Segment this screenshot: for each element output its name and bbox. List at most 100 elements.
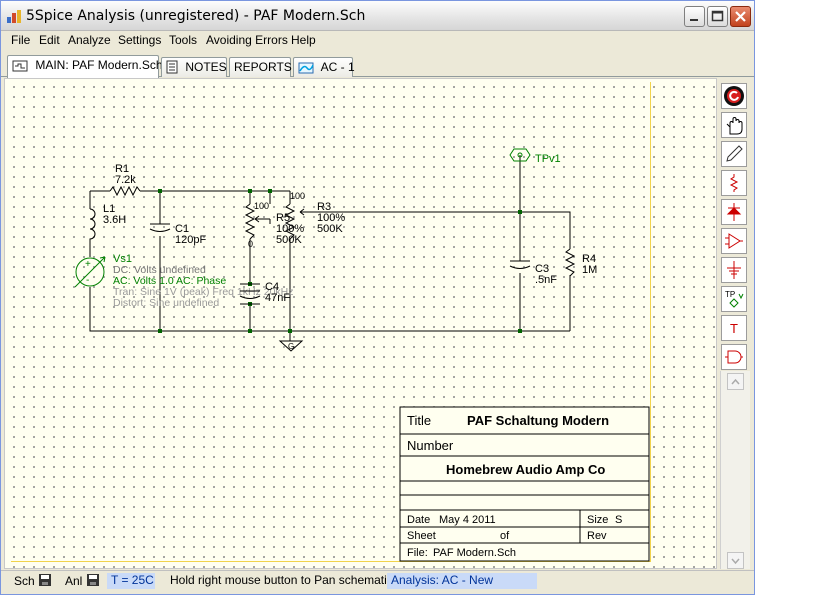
inductor-l1[interactable] xyxy=(89,208,96,249)
pan-hand-icon xyxy=(726,117,743,135)
vertical-scrollbar[interactable] xyxy=(720,371,750,569)
title-value: PAF Schaltung Modern xyxy=(467,413,609,428)
diode-tool[interactable] xyxy=(721,199,747,225)
date-label: Date xyxy=(407,514,430,526)
resistor-icon xyxy=(729,174,739,192)
l1-name: L1 xyxy=(103,203,115,215)
c1-value: 120pF xyxy=(175,234,206,246)
window-title: 5Spice Analysis (unregistered) - PAF Mod… xyxy=(26,8,366,24)
r5-bottom: 0 xyxy=(248,239,253,249)
tab-ac-1[interactable]: AC - 1 xyxy=(293,57,355,77)
test-point-label: TP xyxy=(725,290,735,299)
r3-value: 500K xyxy=(317,223,343,235)
text-tool[interactable]: T xyxy=(721,315,747,341)
tab-ac-1-label: AC - 1 xyxy=(320,60,355,74)
resistor-r4[interactable] xyxy=(564,248,576,277)
c4-name: C4 xyxy=(265,281,279,293)
c1-name: C1 xyxy=(175,223,189,235)
vs1-tran: Tran: Sine 1V (peak) Freq 1kHz 20kHz xyxy=(113,286,294,298)
file-label: File: xyxy=(407,547,428,559)
tab-notes[interactable]: NOTES xyxy=(161,57,227,77)
refresh-icon xyxy=(724,86,744,106)
scroll-down-button[interactable] xyxy=(727,552,744,569)
refresh-tool[interactable] xyxy=(721,83,747,109)
size-label: Size xyxy=(587,514,608,526)
wire-tool[interactable] xyxy=(721,141,747,167)
r3-top: 100 xyxy=(290,191,305,201)
menu-edit[interactable]: Edit xyxy=(39,33,60,47)
ground-symbol xyxy=(278,340,304,352)
r4-value: 1M xyxy=(582,264,597,276)
chevron-up-icon xyxy=(731,378,740,385)
menu-avoiding-errors[interactable]: Avoiding Errors xyxy=(206,33,288,47)
r5-value: 500K xyxy=(276,234,302,246)
minimize-button[interactable] xyxy=(684,6,705,27)
title-bar[interactable]: 5Spice Analysis (unregistered) - PAF Mod… xyxy=(1,1,754,31)
save-icon xyxy=(86,574,99,586)
menu-analyze[interactable]: Analyze xyxy=(68,33,111,47)
resistor-r1[interactable] xyxy=(109,185,141,197)
vs1-name: Vs1 xyxy=(113,253,132,265)
menu-file[interactable]: File xyxy=(11,33,31,47)
resistor-tool[interactable] xyxy=(721,170,747,196)
test-point-tool[interactable]: TP xyxy=(721,286,747,312)
maximize-button[interactable] xyxy=(707,6,728,27)
status-hint: Hold right mouse button to Pan schematic xyxy=(170,573,393,587)
ground-tool[interactable] xyxy=(721,257,747,283)
maximize-icon xyxy=(711,10,724,22)
close-button[interactable] xyxy=(730,6,751,27)
menu-settings[interactable]: Settings xyxy=(118,33,162,47)
amplifier-icon xyxy=(725,233,743,249)
gate-icon xyxy=(725,350,743,364)
minimize-icon xyxy=(690,19,698,21)
file-value: PAF Modern.Sch xyxy=(433,547,516,559)
tab-reports[interactable]: REPORTS xyxy=(229,57,292,77)
component-toolbar: TP T xyxy=(718,81,750,371)
tab-main-label: MAIN: PAF Modern.Sch xyxy=(35,58,163,72)
analysis-status: Analysis: AC - New xyxy=(387,573,537,589)
r3-pct: 100% xyxy=(317,212,345,224)
text-icon: T xyxy=(730,321,738,336)
chevron-down-icon xyxy=(731,558,740,565)
text-tool-label: T xyxy=(730,321,738,336)
menu-tools[interactable]: Tools xyxy=(169,33,198,47)
schematic-icon xyxy=(12,60,28,72)
close-icon xyxy=(735,11,746,22)
svg-text:-: - xyxy=(86,275,89,286)
anl-toggle[interactable]: Anl xyxy=(65,573,100,589)
date-value: May 4 2011 xyxy=(439,514,496,526)
menu-bar: File Edit Analyze Settings Tools Avoidin… xyxy=(1,31,754,51)
save-icon xyxy=(39,574,52,586)
amplifier-tool[interactable] xyxy=(721,228,747,254)
gate-tool[interactable] xyxy=(721,344,747,370)
test-point-tpv1[interactable] xyxy=(509,148,531,162)
app-icon xyxy=(7,10,21,23)
c3-name: C3 xyxy=(535,263,549,275)
size-value: S xyxy=(615,514,622,526)
capacitor-c1[interactable] xyxy=(149,223,171,232)
app-window: 5Spice Analysis (unregistered) - PAF Mod… xyxy=(0,0,755,595)
menu-help[interactable]: Help xyxy=(291,33,316,47)
sch-toggle[interactable]: Sch xyxy=(14,573,52,589)
schematic-canvas[interactable]: R1 7.2k L1 3.6H C1 120pF + - Vs1 DC: Vol… xyxy=(4,78,717,569)
pan-tool[interactable] xyxy=(721,112,747,138)
voltage-source-vs1[interactable]: + - xyxy=(74,256,106,288)
capacitor-c3[interactable] xyxy=(509,260,531,269)
sch-label: Sch xyxy=(14,574,35,588)
capacitor-c4[interactable] xyxy=(239,283,261,305)
potentiometer-r5[interactable] xyxy=(244,203,270,240)
number-label: Number xyxy=(407,438,454,453)
potentiometer-r3[interactable] xyxy=(284,203,305,240)
scroll-up-button[interactable] xyxy=(727,373,744,390)
ground-label: G xyxy=(288,342,294,351)
title-block xyxy=(399,406,650,562)
pencil-icon xyxy=(726,145,743,162)
tab-main[interactable]: MAIN: PAF Modern.Sch xyxy=(7,55,163,78)
r3-name: R3 xyxy=(317,201,331,213)
r1-value: 7.2k xyxy=(115,174,136,186)
ground-icon xyxy=(727,261,741,279)
sheet-label: Sheet xyxy=(407,530,436,542)
anl-label: Anl xyxy=(65,574,83,588)
diode-icon xyxy=(726,203,742,221)
tpv1-name: TPv1 xyxy=(535,153,561,165)
